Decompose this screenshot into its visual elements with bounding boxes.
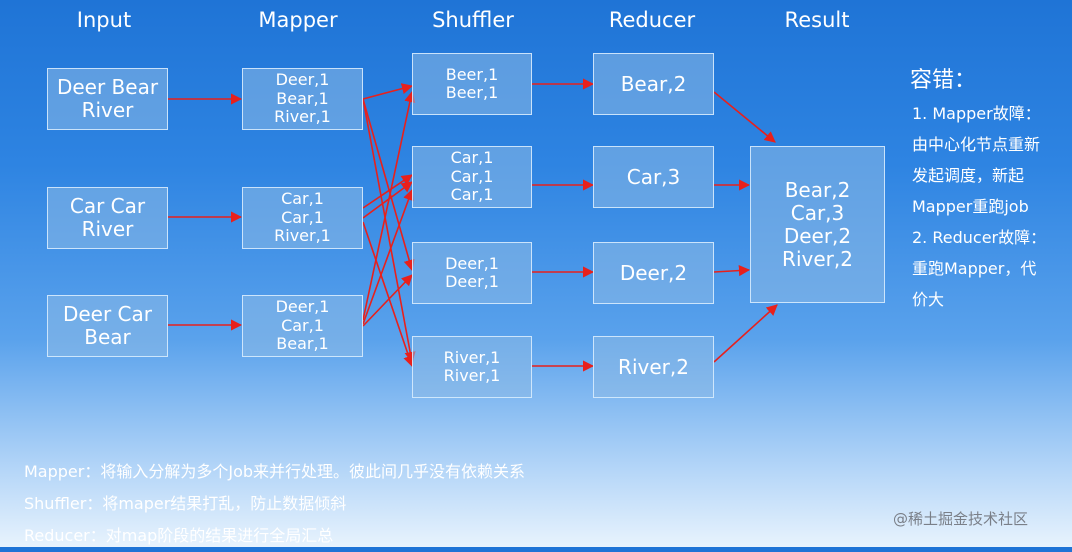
mapper-box-3: Deer,1 Car,1 Bear,1 [242, 295, 363, 357]
fault-tolerance-title: 容错： [910, 68, 977, 93]
watermark: @稀土掘金技术社区 [893, 510, 1029, 528]
mapper-line: River,1 [274, 226, 331, 246]
mapper-line: Deer,1 [275, 70, 330, 90]
shuffler-line: Beer,1 [445, 83, 499, 102]
arrow-m3-s1 [362, 90, 416, 321]
fault-tolerance-line: 价大 [912, 290, 945, 309]
arrow-r4-result [713, 304, 778, 363]
mapper-line: Car,1 [281, 315, 324, 335]
mapper-line: Car,1 [281, 207, 324, 227]
header-reducer: Reducer [608, 8, 696, 32]
fault-tolerance-line: Mapper重跑job [912, 197, 1029, 216]
input-box-1: Deer Bear River [47, 68, 168, 130]
shuffler-line: Beer,1 [445, 64, 499, 84]
input-line: Deer Car [62, 302, 153, 326]
reducer-box-4: River,2 [593, 336, 714, 398]
input-line: Car Car [69, 194, 146, 218]
note-mapper: Mapper：将输入分解为多个Job来并行处理。彼此间几乎没有依赖关系 [24, 462, 526, 481]
notes: Mapper：将输入分解为多个Job来并行处理。彼此间几乎没有依赖关系 Shuf… [24, 456, 525, 552]
fault-tolerance-line: 1. Mapper故障： [912, 104, 1041, 123]
header-mapper: Mapper [258, 8, 338, 32]
reducer-box-3: Deer,2 [593, 242, 714, 304]
fault-tolerance-line: 重跑Mapper，代 [912, 259, 1037, 278]
reducer-line: Car,3 [626, 164, 681, 189]
arrow-m2-s2a [362, 174, 413, 209]
shuffler-line: River,1 [443, 366, 501, 385]
result-line: Bear,2 [784, 177, 851, 202]
mapper-box-2: Car,1 Car,1 River,1 [242, 187, 363, 249]
reducer-line: Bear,2 [620, 71, 687, 96]
shuffler-line: Car,1 [450, 185, 494, 205]
result-box: Bear,2 Car,3 Deer,2 River,2 [750, 146, 885, 303]
fault-tolerance-line: 由中心化节点重新 [912, 135, 1041, 154]
arrow-m1-s3 [362, 98, 415, 272]
shuffler-line: Car,1 [450, 166, 494, 186]
mapper-line: Car,1 [281, 189, 324, 209]
arrow-m2-s4 [362, 221, 415, 368]
arrow-r3-result [713, 264, 751, 277]
mapper-box-1: Deer,1 Bear,1 River,1 [242, 68, 363, 130]
note-reducer: Reducer：对map阶段的结果进行全局汇总 [24, 526, 334, 545]
reducer-line: River,2 [618, 354, 689, 379]
shuffler-line: Deer,1 [445, 272, 499, 291]
result-line: River,2 [782, 246, 853, 271]
reducer-box-2: Car,3 [593, 146, 714, 208]
fault-tolerance-line: 发起调度，新起 [912, 166, 1025, 185]
shuffler-box-1: Beer,1 Beer,1 [412, 53, 532, 115]
shuffler-box-4: River,1 River,1 [412, 336, 532, 398]
reducer-line: Deer,2 [619, 260, 688, 285]
shuffler-line: Deer,1 [445, 253, 499, 273]
arrow-r1-result [713, 91, 776, 143]
mapper-line: Bear,1 [276, 88, 329, 108]
arrow-m1-s4 [362, 98, 416, 364]
mapper-line: River,1 [274, 107, 331, 127]
arrow-m3-s2 [362, 188, 414, 325]
shuffler-box-3: Deer,1 Deer,1 [412, 242, 532, 304]
shuffler-line: Car,1 [450, 148, 494, 168]
arrow-m1-s1 [362, 83, 414, 100]
mapper-line: Deer,1 [275, 297, 330, 317]
arrow-m2-s2b [362, 181, 413, 219]
reducer-box-1: Bear,2 [593, 53, 714, 115]
fault-tolerance-text: 1. Mapper故障： 由中心化节点重新 发起调度，新起 Mapper重跑jo… [912, 98, 1072, 315]
header-result: Result [784, 8, 850, 32]
shuffler-line: River,1 [443, 347, 501, 367]
note-shuffler: Shuffler：将maper结果打乱，防止数据倾斜 [24, 494, 347, 513]
header-shuffler: Shuffler [432, 8, 514, 32]
input-box-2: Car Car River [47, 187, 168, 249]
result-line: Deer,2 [783, 223, 852, 248]
result-line: Car,3 [790, 200, 845, 225]
arrow-m3-s3 [362, 274, 413, 327]
input-line: River [81, 98, 134, 122]
input-box-3: Deer Car Bear [47, 295, 168, 357]
mapper-line: Bear,1 [276, 334, 329, 354]
header-input: Input [76, 8, 132, 32]
input-line: Bear [84, 325, 131, 349]
input-line: Deer Bear [56, 75, 159, 99]
input-line: River [81, 217, 134, 241]
shuffler-box-2: Car,1 Car,1 Car,1 [412, 146, 532, 208]
fault-tolerance-line: 2. Reducer故障： [912, 228, 1047, 247]
